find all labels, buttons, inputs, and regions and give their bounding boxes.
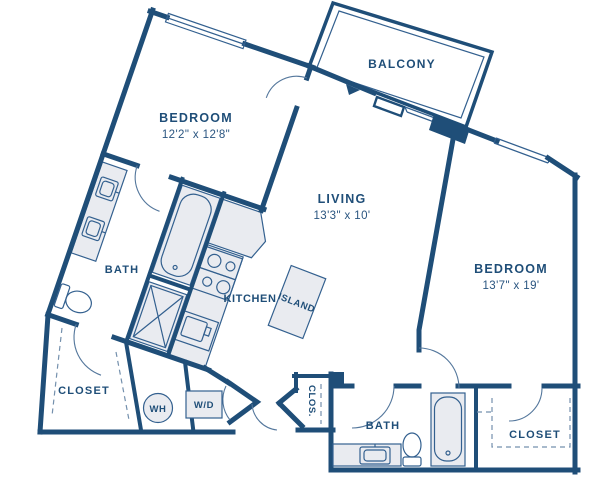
bedroom2-dimensions: 13'7" x 19' [483, 280, 540, 292]
bath2-door-arc [351, 385, 395, 429]
bath1-vanity [70, 161, 128, 263]
bedroom1-dimensions: 12'2" x 12'8" [162, 129, 230, 141]
closet1-dashed-rod [51, 327, 130, 421]
balcony-label: BALCONY [368, 57, 436, 71]
bath2-vanity [332, 443, 402, 467]
balcony-door-icon [372, 95, 406, 118]
bath1-label: BATH [105, 264, 140, 276]
bedroom1-door-arc [265, 75, 308, 99]
bedroom2-label: BEDROOM [474, 262, 548, 276]
entry-door-arc [251, 403, 278, 431]
hall-closet-label: CLOS. [306, 385, 317, 417]
living-window [404, 106, 446, 127]
bedroom2-door-arc [418, 347, 460, 389]
bedroom1-label: BEDROOM [159, 111, 233, 125]
entry-door-leaf [276, 400, 306, 430]
kitchen-label: KITCHEN [223, 293, 276, 305]
closet2-door-arc [508, 387, 543, 422]
bedroom2-window [493, 137, 551, 164]
rotated-walls [44, 6, 316, 376]
wall-notch [330, 372, 344, 387]
wall-junction [429, 114, 470, 144]
water-heater-label: WH [149, 404, 166, 415]
closet2-dashed-rod [477, 398, 571, 448]
rotated-wing [44, 6, 316, 376]
kitchen-island: ISLAND [267, 264, 327, 340]
washer-dryer-label: W/D [194, 400, 214, 411]
washer-dryer-icon [185, 390, 223, 419]
living-label: LIVING [318, 192, 367, 206]
north-wall [305, 62, 581, 181]
bath2-label: BATH [366, 420, 401, 432]
door-direction-arrow [346, 84, 360, 95]
closet1-label: CLOSET [58, 385, 110, 397]
bath2-toilet-icon [402, 432, 422, 467]
closet2-label: CLOSET [509, 429, 561, 441]
water-heater-icon [142, 392, 174, 424]
wd-door-arc [222, 385, 231, 421]
living-dimensions: 13'3" x 10' [314, 210, 371, 222]
bath1-toilet-icon [53, 283, 92, 314]
bath1-door-arc [134, 165, 160, 212]
closet1-door-arc [73, 324, 102, 376]
bath2-bathtub-icon [430, 392, 466, 467]
